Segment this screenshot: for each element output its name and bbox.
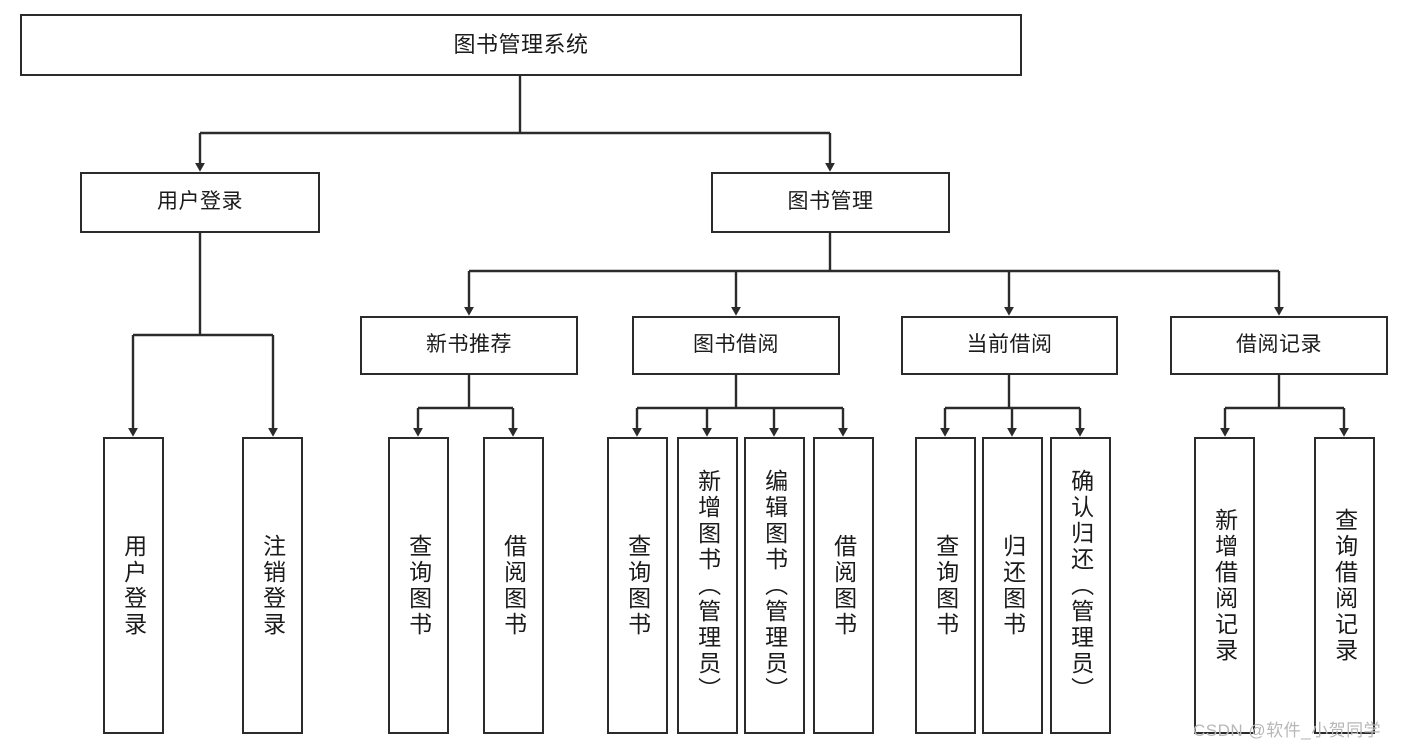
node-new-book-recommend[interactable]: 新书推荐 bbox=[360, 316, 578, 375]
node-label: 用户登录 bbox=[157, 190, 243, 214]
node-label: 新书推荐 bbox=[426, 333, 512, 357]
node-book-borrow[interactable]: 图书借阅 bbox=[632, 316, 840, 375]
node-leaf-edit-book-admin[interactable]: 编辑图书（管理员） bbox=[744, 437, 805, 734]
node-label: 归还图书 bbox=[999, 533, 1026, 638]
node-leaf-borrow-book-recommend[interactable]: 借阅图书 bbox=[483, 437, 544, 734]
node-label: 编辑图书（管理员） bbox=[761, 468, 788, 703]
node-label: 查询图书 bbox=[932, 533, 959, 638]
node-label: 借阅记录 bbox=[1236, 333, 1322, 357]
node-leaf-add-book-admin[interactable]: 新增图书（管理员） bbox=[677, 437, 738, 734]
node-leaf-confirm-return-admin[interactable]: 确认归还（管理员） bbox=[1050, 437, 1111, 734]
node-label: 新增借阅记录 bbox=[1211, 507, 1238, 664]
node-label: 查询图书 bbox=[405, 533, 432, 638]
csdn-watermark: CSDN @软件_小贺同学 bbox=[1193, 721, 1382, 740]
node-label: 借阅图书 bbox=[500, 533, 527, 638]
node-label: 确认归还（管理员） bbox=[1067, 468, 1094, 703]
node-label: 新增图书（管理员） bbox=[694, 468, 721, 703]
node-leaf-query-borrow-record[interactable]: 查询借阅记录 bbox=[1314, 437, 1375, 734]
node-root-library-system[interactable]: 图书管理系统 bbox=[20, 14, 1022, 76]
node-label: 查询图书 bbox=[624, 533, 651, 638]
node-leaf-logout[interactable]: 注销登录 bbox=[242, 437, 303, 734]
node-leaf-return-book[interactable]: 归还图书 bbox=[982, 437, 1043, 734]
node-leaf-query-book-recommend[interactable]: 查询图书 bbox=[388, 437, 449, 734]
node-label: 当前借阅 bbox=[966, 333, 1053, 357]
node-user-login[interactable]: 用户登录 bbox=[80, 172, 320, 233]
node-leaf-query-book-borrow[interactable]: 查询图书 bbox=[607, 437, 668, 734]
node-label: 借阅图书 bbox=[830, 533, 857, 638]
node-leaf-user-login[interactable]: 用户登录 bbox=[103, 437, 164, 734]
node-label: 用户登录 bbox=[120, 533, 147, 638]
node-label: 图书管理 bbox=[787, 190, 874, 214]
node-label: 图书借阅 bbox=[693, 333, 779, 357]
node-label: 查询借阅记录 bbox=[1331, 507, 1358, 664]
node-leaf-add-borrow-record[interactable]: 新增借阅记录 bbox=[1194, 437, 1255, 734]
node-label: 图书管理系统 bbox=[453, 32, 589, 58]
node-leaf-borrow-book[interactable]: 借阅图书 bbox=[813, 437, 874, 734]
node-current-borrow[interactable]: 当前借阅 bbox=[901, 316, 1118, 375]
node-label: 注销登录 bbox=[259, 533, 286, 638]
node-book-management[interactable]: 图书管理 bbox=[711, 172, 950, 233]
node-leaf-query-book-current[interactable]: 查询图书 bbox=[915, 437, 976, 734]
node-borrow-record[interactable]: 借阅记录 bbox=[1170, 316, 1388, 375]
